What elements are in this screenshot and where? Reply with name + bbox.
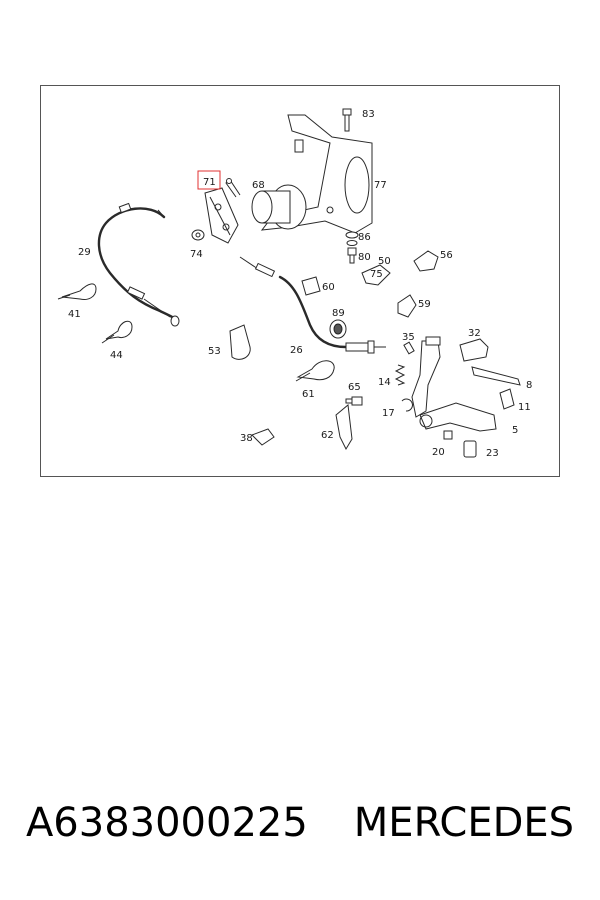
part-label-68: 68 [252,180,265,191]
part-label-83: 83 [362,109,375,120]
diagram-svg: 83 77 71 68 29 74 86 80 56 75 50 60 59 41 89 32 35 44 53 26… [40,85,560,477]
bracket-62 [335,404,353,451]
part-label-38: 38 [240,433,253,444]
washer-74 [191,229,205,241]
caption: A6383000225 MERCEDES [0,800,600,860]
fastener-86 [345,231,359,246]
part-number: A6383000225 [25,800,308,846]
parts-diagram: 83 77 71 68 29 74 86 80 56 75 50 60 59 41 89 32 35 44 53 26… [40,85,560,477]
brand-name: MERCEDES [353,800,575,846]
part-labels: 83 77 71 68 29 74 86 80 56 75 50 60 59 41 89 32 35 44 53 26… [68,109,532,459]
part-label-44: 44 [110,350,123,361]
part-label-86: 86 [358,232,371,243]
bolt-20 [443,430,453,440]
part-label-26: 26 [290,345,303,356]
highlight-box [197,170,221,190]
clip-61 [295,360,335,382]
bracket-53 [229,324,251,360]
part-label-74: 74 [190,249,203,260]
part-label-32: 32 [468,328,481,339]
clip-38 [251,428,275,446]
part-label-60: 60 [322,282,335,293]
clip-59 [397,294,417,318]
part-label-5: 5 [512,425,518,436]
part-label-80: 80 [358,252,371,263]
part-label-35: 35 [402,332,415,343]
clip-41 [57,283,97,300]
part-label-8: 8 [526,380,532,391]
bracket-77 [260,114,373,234]
part-label-59: 59 [418,299,431,310]
part-label-11: 11 [518,402,531,413]
part-label-61: 61 [302,389,315,400]
part-23 [463,440,477,458]
pin-35 [403,341,415,355]
clip-17 [401,398,413,412]
part-label-75: 75 [370,269,383,280]
bolt-83 [342,108,352,132]
bolt-65 [345,396,363,406]
pedal-assembly-5 [411,336,497,432]
clip-50 [361,264,391,286]
clip-56 [413,250,439,272]
part-label-71: 71 [203,177,216,188]
part-label-56: 56 [440,250,453,261]
part-label-77: 77 [374,180,387,191]
part-label-65: 65 [348,382,361,393]
part-label-17: 17 [382,408,395,419]
actuator-68 [225,178,307,230]
bracket-32 [459,338,489,362]
plate-71 [204,187,239,244]
part-label-14: 14 [378,377,391,388]
part-label-89: 89 [332,308,345,319]
cable-26 [239,256,386,354]
part-label-23: 23 [486,448,499,459]
bolt-80 [347,247,357,264]
bar-8 [471,366,521,386]
part-11 [499,388,515,410]
spring-14 [394,364,406,386]
clip-44 [101,320,133,344]
part-label-62: 62 [321,430,334,441]
clip-60 [301,276,321,296]
part-label-20: 20 [432,447,445,458]
part-label-50: 50 [378,256,391,267]
cable-29 [97,202,180,327]
part-label-53: 53 [208,346,221,357]
part-label-29: 29 [78,247,91,258]
grommet-89 [329,319,347,339]
part-label-41: 41 [68,309,81,320]
